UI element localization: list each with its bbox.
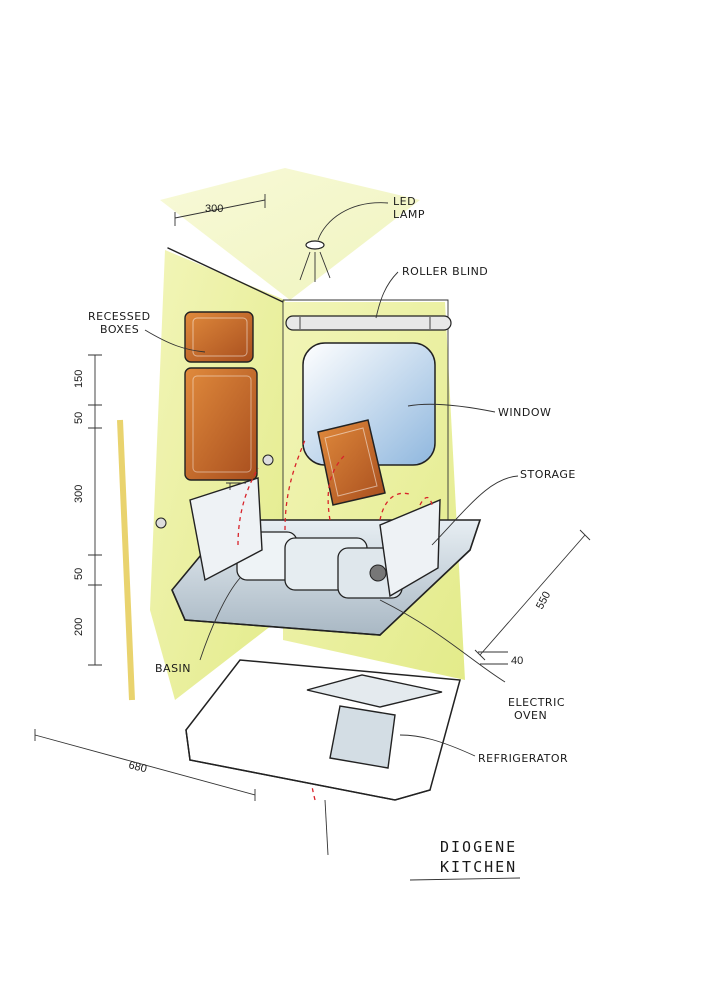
label-electric-oven-2: OVEN <box>514 709 547 722</box>
label-led-lamp-2: LAMP <box>393 208 425 221</box>
dim-50b: 50 <box>73 568 85 580</box>
led-lamp <box>299 240 331 282</box>
outlet-icon <box>155 517 167 529</box>
dim-40: 40 <box>511 655 523 667</box>
label-storage: STORAGE <box>520 468 576 481</box>
label-window: WINDOW <box>498 406 551 419</box>
label-recessed-1: RECESSED <box>88 310 151 323</box>
recessed-box-upper <box>184 311 254 363</box>
recessed-box-lower <box>184 367 258 481</box>
label-roller-blind: ROLLER BLIND <box>402 265 488 278</box>
title-line-2: KITCHEN <box>440 858 517 876</box>
label-led-lamp-1: LED <box>393 195 416 208</box>
ceiling <box>160 168 420 300</box>
basin-lid <box>189 477 263 582</box>
left-wall-edge <box>117 419 135 701</box>
dim-200: 200 <box>73 618 85 636</box>
label-refrigerator: REFRIGERATOR <box>478 752 568 765</box>
dim-680: 680 <box>127 759 148 775</box>
title-line-1: DIOGENE <box>440 838 517 856</box>
leader-lines <box>144 202 519 757</box>
roller-blind <box>285 315 452 331</box>
refrigerator-drawer <box>329 705 396 769</box>
hob-burner-icon <box>369 564 387 582</box>
dim-top-width: 300 <box>205 203 223 215</box>
dim-50a: 50 <box>73 412 85 424</box>
label-basin: BASIN <box>155 662 191 675</box>
label-electric-oven-1: ELECTRIC <box>508 696 565 709</box>
dim-150: 150 <box>73 370 85 388</box>
title-underline <box>409 877 521 881</box>
outlet-icon <box>262 454 274 466</box>
dimension-lines <box>34 194 591 801</box>
label-recessed-2: BOXES <box>100 323 139 336</box>
dim-300: 300 <box>73 485 85 503</box>
dim-550: 550 <box>534 590 553 612</box>
oven-door <box>306 674 443 708</box>
storage-tray <box>317 419 386 506</box>
storage-lid <box>379 498 441 598</box>
